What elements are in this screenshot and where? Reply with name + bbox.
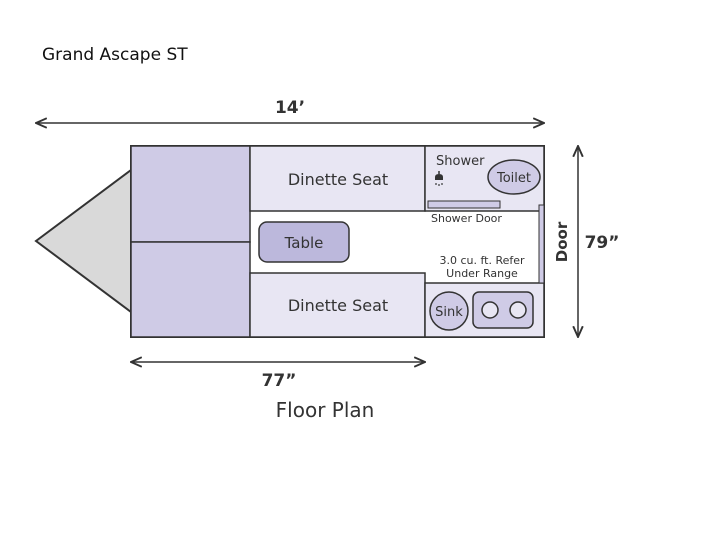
width-dimension-label: 79”: [585, 233, 620, 253]
stove: [472, 291, 534, 329]
shower-door-label: Shower Door: [431, 212, 502, 225]
table: [258, 221, 350, 263]
toilet-label: Toilet: [496, 171, 531, 186]
shower-label: Shower: [436, 154, 485, 169]
toilet: [487, 159, 541, 195]
dinette-seat-top: [249, 145, 426, 212]
refer-label-line2: Under Range: [446, 267, 518, 280]
bed-upper: [130, 145, 251, 243]
length-dimension-label: 14’: [275, 98, 305, 118]
table-label: Table: [284, 234, 324, 252]
inner-length-dimension-label: 77”: [262, 371, 297, 391]
trailer-tongue: [34, 168, 132, 314]
sink-label: Sink: [435, 305, 463, 320]
dinette-seat-bottom-label: Dinette Seat: [288, 296, 388, 315]
shower-head-icon: [435, 171, 443, 186]
refer-label-line1: 3.0 cu. ft. Refer: [439, 254, 525, 267]
burner-right: [509, 301, 527, 319]
shower-door: [427, 200, 501, 209]
bed-lower: [130, 241, 251, 338]
dinette-seat-top-label: Dinette Seat: [288, 170, 388, 189]
sink: [429, 291, 469, 331]
burner-left: [481, 301, 499, 319]
entry-door: [538, 204, 545, 284]
door-label: Door: [553, 221, 571, 262]
dinette-seat-bottom: [249, 272, 426, 338]
page-title: Grand Ascape ST: [42, 45, 188, 65]
floor-plan-caption: Floor Plan: [276, 398, 375, 422]
